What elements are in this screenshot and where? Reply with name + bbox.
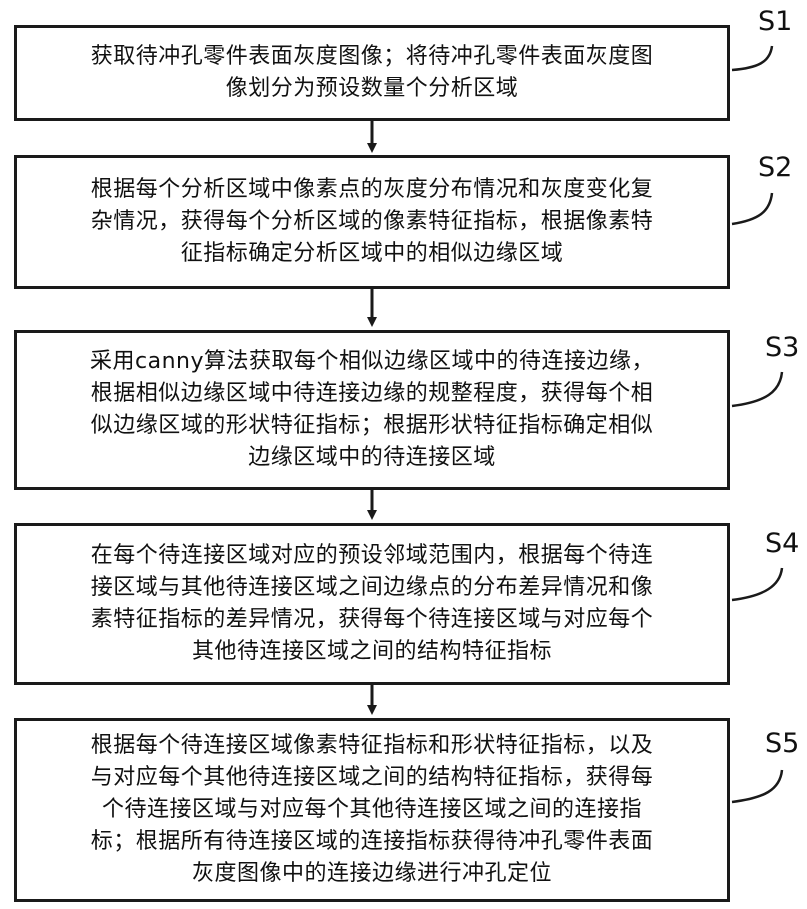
step-text-s2: 根据每个分析区域中像素点的灰度分布情况和灰度变化复 杂情况，获得每个分析区域的像… [90, 177, 654, 266]
step-text-s5: 根据每个待连接区域像素特征指标和形状特征指标，以及 与对应每个其他待连接区域之间… [90, 733, 654, 886]
step-label-s1: S1 [758, 6, 793, 37]
step-text-s3: 采用canny算法获取每个相似边缘区域中的待连接边缘， 根据相似边缘区域中待连接… [90, 349, 654, 470]
step-label-s3: S3 [765, 332, 800, 363]
step-box-s2: 根据每个分析区域中像素点的灰度分布情况和灰度变化复 杂情况，获得每个分析区域的像… [14, 155, 730, 289]
step-label-s4: S4 [765, 528, 800, 559]
leader-s2 [731, 192, 774, 226]
leader-s1 [731, 45, 774, 72]
leader-s5 [731, 769, 784, 804]
step-label-s5: S5 [765, 728, 800, 759]
leader-s4 [731, 567, 784, 602]
step-text-s4: 在每个待连接区域对应的预设邻域范围内，根据每个待连 接区域与其他待连接区域之间边… [90, 543, 654, 664]
step-box-s3: 采用canny算法获取每个相似边缘区域中的待连接边缘， 根据相似边缘区域中待连接… [14, 330, 730, 490]
step-box-s1: 获取待冲孔零件表面灰度图像；将待冲孔零件表面灰度图 像划分为预设数量个分析区域 [14, 25, 730, 121]
leader-s3 [731, 371, 784, 408]
step-box-s5: 根据每个待连接区域像素特征指标和形状特征指标，以及 与对应每个其他待连接区域之间… [14, 718, 730, 902]
step-text-s1: 获取待冲孔零件表面灰度图像；将待冲孔零件表面灰度图 像划分为预设数量个分析区域 [90, 44, 654, 101]
step-box-s4: 在每个待连接区域对应的预设邻域范围内，根据每个待连 接区域与其他待连接区域之间边… [14, 523, 730, 685]
step-label-s2: S2 [758, 152, 793, 183]
